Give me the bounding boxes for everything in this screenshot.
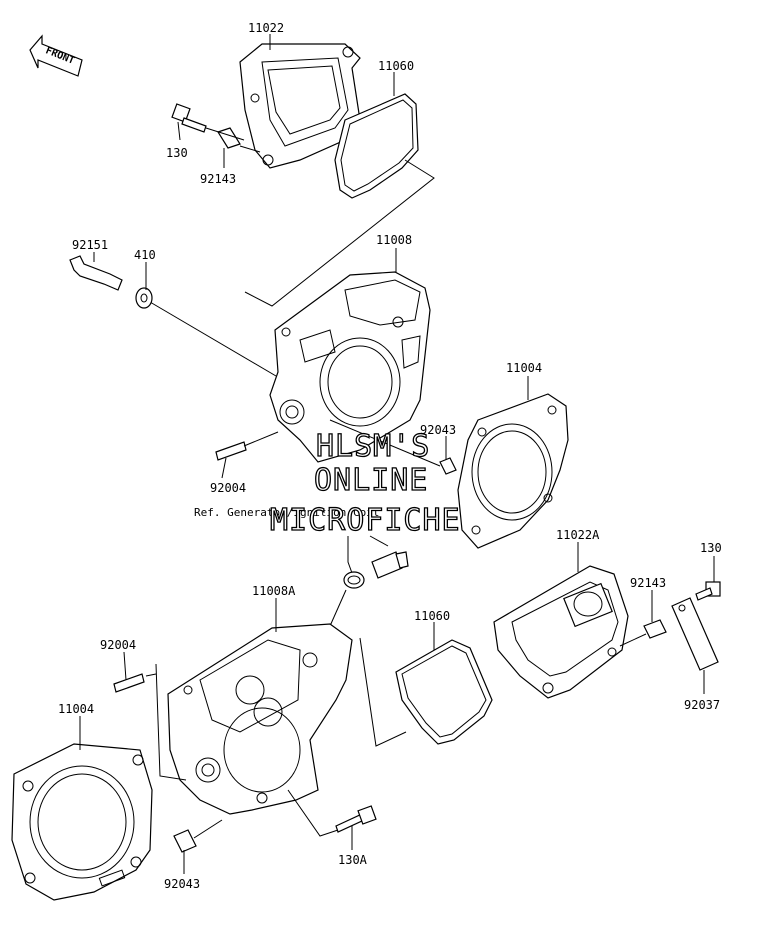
gasket-11060-top[interactable] bbox=[334, 93, 419, 199]
cylinder-head-cover-11022A[interactable] bbox=[493, 565, 629, 699]
watermark: HLSM'S ONLINE MICROFICHE bbox=[269, 428, 461, 538]
watermark-line-3: MICROFICHE bbox=[270, 503, 461, 538]
head-gasket-11004-left[interactable] bbox=[11, 743, 153, 901]
part-label-11022A[interactable]: 11022A bbox=[556, 528, 600, 542]
part-label-130-top[interactable]: 130 bbox=[166, 146, 188, 160]
part-label-92043-lower[interactable]: 92043 bbox=[164, 877, 200, 891]
bolt-130-top[interactable] bbox=[171, 103, 207, 133]
part-label-410[interactable]: 410 bbox=[134, 248, 156, 262]
part-label-92143-top[interactable]: 92143 bbox=[200, 172, 236, 186]
watermark-line-2: ONLINE bbox=[314, 463, 428, 498]
part-label-92151[interactable]: 92151 bbox=[72, 238, 108, 252]
part-label-92043-middle[interactable]: 92043 bbox=[420, 423, 456, 437]
bracket-92037[interactable] bbox=[671, 597, 719, 671]
part-label-11004-left[interactable]: 11004 bbox=[58, 702, 94, 716]
plug-92043-middle[interactable] bbox=[439, 457, 457, 475]
sensor-fitting[interactable] bbox=[371, 551, 409, 579]
part-label-92004-lower[interactable]: 92004 bbox=[100, 638, 136, 652]
part-label-11008[interactable]: 11008 bbox=[376, 233, 412, 247]
fitting-92151[interactable] bbox=[69, 255, 123, 291]
part-label-130A[interactable]: 130A bbox=[338, 853, 368, 867]
part-label-11060-top[interactable]: 11060 bbox=[378, 59, 414, 73]
bolt-130A[interactable] bbox=[335, 805, 377, 833]
stud-92004-lower[interactable] bbox=[113, 673, 145, 693]
part-label-130-right[interactable]: 130 bbox=[700, 541, 722, 555]
part-label-92143-right[interactable]: 92143 bbox=[630, 576, 666, 590]
cylinder-head-cover-11022[interactable] bbox=[239, 43, 361, 169]
part-label-11008A[interactable]: 11008A bbox=[252, 584, 296, 598]
part-label-11060-lower[interactable]: 11060 bbox=[414, 609, 450, 623]
part-label-92004-middle[interactable]: 92004 bbox=[210, 481, 246, 495]
o-ring[interactable] bbox=[343, 571, 365, 589]
part-label-11004-right[interactable]: 11004 bbox=[506, 361, 542, 375]
cylinder-11008A[interactable] bbox=[167, 623, 353, 815]
part-label-92037[interactable]: 92037 bbox=[684, 698, 720, 712]
part-label-11022[interactable]: 11022 bbox=[248, 21, 284, 35]
bolt-130-right[interactable] bbox=[695, 581, 721, 601]
stud-92004-middle[interactable] bbox=[215, 441, 247, 461]
cylinder-11008[interactable] bbox=[269, 271, 431, 463]
washer-410[interactable] bbox=[135, 287, 153, 309]
front-arrow-icon: FRONT bbox=[29, 34, 83, 77]
plug-92043-lower[interactable] bbox=[173, 829, 197, 853]
dowel-92143-right[interactable] bbox=[643, 619, 667, 639]
reference-note: Ref. Generator/Ignition Coil bbox=[194, 506, 379, 519]
dowel-92143-top[interactable] bbox=[217, 127, 241, 149]
watermark-line-1: HLSM'S bbox=[316, 429, 430, 464]
head-gasket-11004-right[interactable] bbox=[457, 393, 569, 549]
gasket-11060-lower[interactable] bbox=[395, 639, 493, 745]
